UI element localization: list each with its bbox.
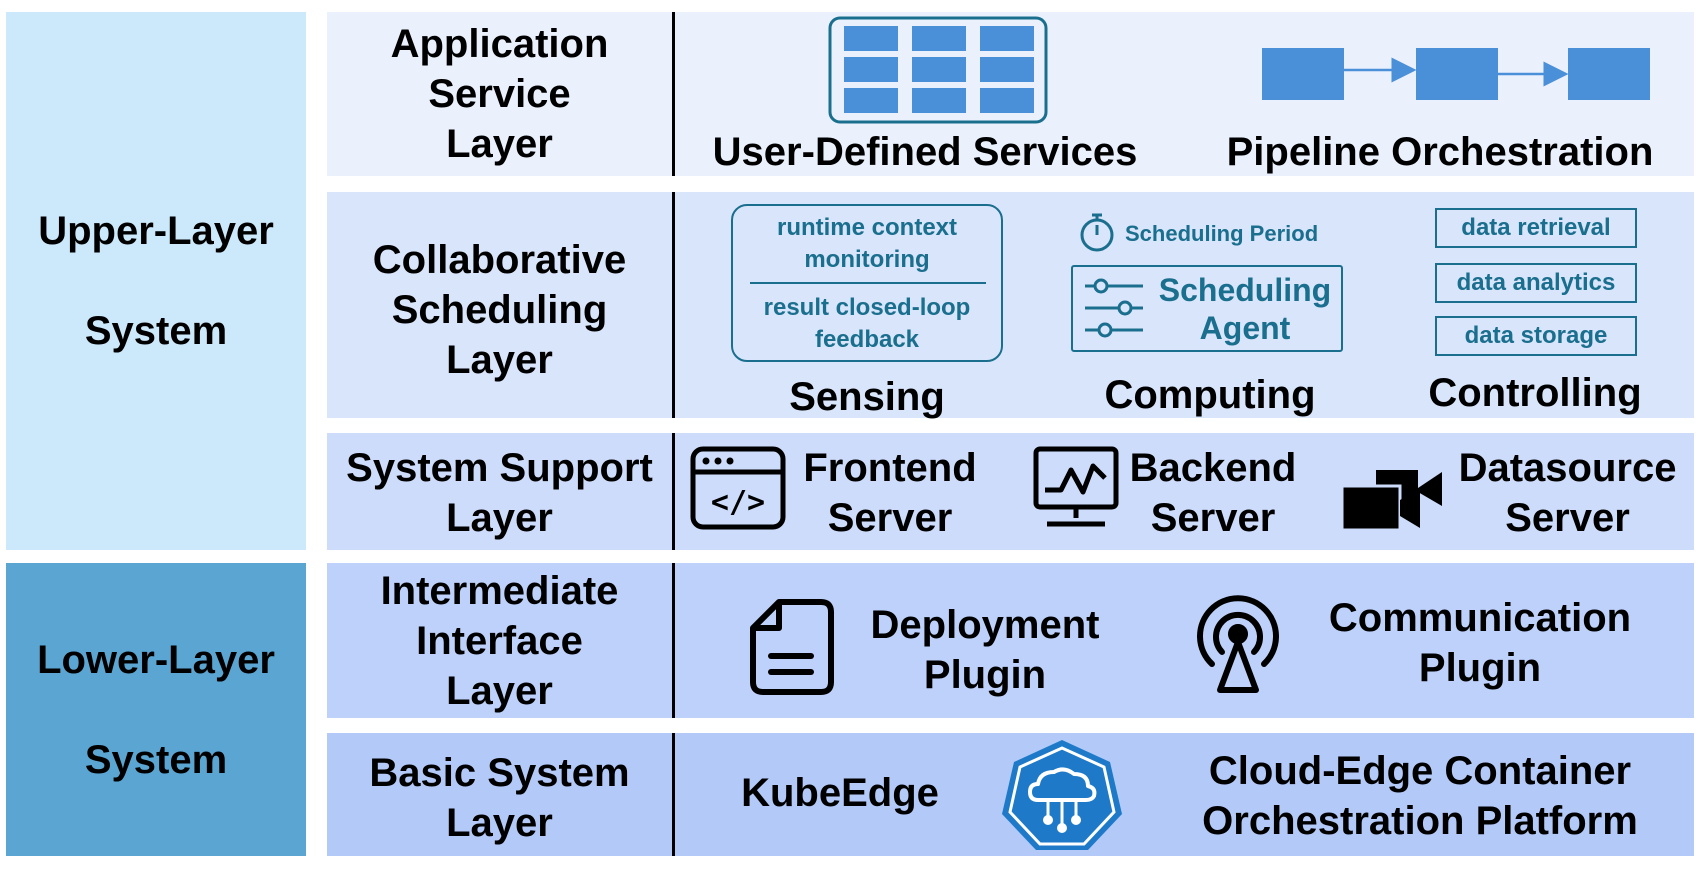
scheduling-agent-label: Scheduling Agent xyxy=(1150,268,1340,350)
text-line: Plugin xyxy=(1418,646,1542,690)
deployment-plugin-label: Deployment Plugin xyxy=(850,595,1120,705)
text-line: Frontend xyxy=(803,446,977,490)
scheduling-period-label: Scheduling Period xyxy=(1125,221,1319,246)
lower-layer-system: Lower-Layer System xyxy=(6,563,306,856)
controlling-label: Controlling xyxy=(1428,371,1642,415)
lower-system-line2: System xyxy=(84,737,228,782)
runtime-context-monitoring: runtime context monitoring xyxy=(731,210,1003,278)
divider-scheduling xyxy=(672,192,675,418)
tag-data-retrieval: data retrieval xyxy=(1435,208,1637,248)
upper-system-line2: System xyxy=(84,309,228,353)
lower-system-line1: Lower-Layer xyxy=(37,637,275,682)
divider-intermediate xyxy=(672,563,675,718)
services-grid-icon xyxy=(828,16,1048,124)
intermediate-layer-label: Intermediate Interface Layer xyxy=(327,563,672,718)
basic-layer-label: Basic System Layer xyxy=(327,743,672,853)
communication-plugin-label: Communication Plugin xyxy=(1300,588,1660,698)
label-line: Intermediate xyxy=(380,568,619,613)
label-line: Application xyxy=(390,22,609,66)
stopwatch-icon xyxy=(1080,213,1114,252)
upper-system-line1: Upper-Layer xyxy=(38,209,274,253)
text-line: Backend xyxy=(1129,446,1297,490)
text-line: Server xyxy=(1150,496,1276,540)
text-line: monitoring xyxy=(804,246,930,273)
label-line: Layer xyxy=(446,496,553,540)
kubeedge-logo-icon xyxy=(1002,740,1122,850)
computing-label: Computing xyxy=(1104,373,1316,417)
scheduling-agent-box xyxy=(1071,265,1343,352)
label-line: Basic System xyxy=(369,751,630,795)
code-window-icon: </> xyxy=(690,446,786,530)
tag-data-analytics: data analytics xyxy=(1435,263,1637,303)
pipeline-icon xyxy=(1262,48,1650,100)
text-line: result closed-loop xyxy=(763,294,971,321)
document-icon xyxy=(750,599,834,695)
text-line: Communication xyxy=(1328,596,1632,640)
sliders-icon xyxy=(1085,278,1143,338)
text-line: Server xyxy=(1505,496,1630,540)
label-line: Layer xyxy=(446,668,553,713)
text-line: Orchestration Platform xyxy=(1202,799,1638,843)
label-line: Layer xyxy=(446,801,553,845)
text-line: Server xyxy=(827,496,953,540)
intermediate-layer-row xyxy=(327,563,1694,718)
support-layer-label: System Support Layer xyxy=(327,438,672,548)
divider-support xyxy=(672,433,675,550)
label-line: Interface xyxy=(416,618,583,663)
label-line: Collaborative xyxy=(372,238,627,282)
text-line: Datasource xyxy=(1458,446,1677,490)
label-line: Layer xyxy=(446,338,553,382)
platform-label: Cloud-Edge Container Orchestration Platf… xyxy=(1170,742,1670,850)
text-line: Plugin xyxy=(923,653,1047,697)
label-line: Service xyxy=(428,72,571,116)
frontend-server-label: Frontend Server xyxy=(790,438,990,548)
sensing-box xyxy=(731,204,1003,362)
kubeedge-label: KubeEdge xyxy=(741,771,939,815)
datasource-server-label: Datasource Server xyxy=(1445,438,1690,548)
text-line: feedback xyxy=(814,326,920,353)
scheduling-layer-label: Collaborative Scheduling Layer xyxy=(327,205,672,415)
label-line: System Support xyxy=(346,446,653,490)
scheduling-layer-row xyxy=(327,192,1694,418)
tag-data-storage: data storage xyxy=(1435,316,1637,356)
sensing-label: Sensing xyxy=(789,375,945,419)
text-line: runtime context xyxy=(776,214,958,241)
pipeline-orchestration-label: Pipeline Orchestration xyxy=(1226,130,1654,174)
monitor-chart-icon xyxy=(1033,446,1119,527)
broadcast-antenna-icon xyxy=(1197,595,1279,693)
application-layer-label: Application Service Layer xyxy=(327,12,672,176)
svg-text:</>: </> xyxy=(711,485,765,520)
text-line: Deployment xyxy=(870,603,1100,647)
user-defined-services-label: User-Defined Services xyxy=(712,130,1138,174)
text-line: Agent xyxy=(1199,310,1291,346)
label-line: Layer xyxy=(446,122,553,166)
upper-layer-system: Upper-Layer System xyxy=(6,12,306,550)
text-line: Cloud-Edge Container xyxy=(1208,749,1632,793)
support-layer-row xyxy=(327,433,1694,550)
video-cameras-icon xyxy=(1340,470,1442,532)
label-line: Scheduling xyxy=(391,288,608,332)
sensing-box-divider xyxy=(750,282,986,284)
backend-server-label: Backend Server xyxy=(1118,438,1308,548)
result-closed-loop-feedback: result closed-loop feedback xyxy=(731,290,1003,358)
divider-basic xyxy=(672,733,675,856)
divider-application xyxy=(672,12,675,176)
text-line: Scheduling xyxy=(1158,272,1332,308)
